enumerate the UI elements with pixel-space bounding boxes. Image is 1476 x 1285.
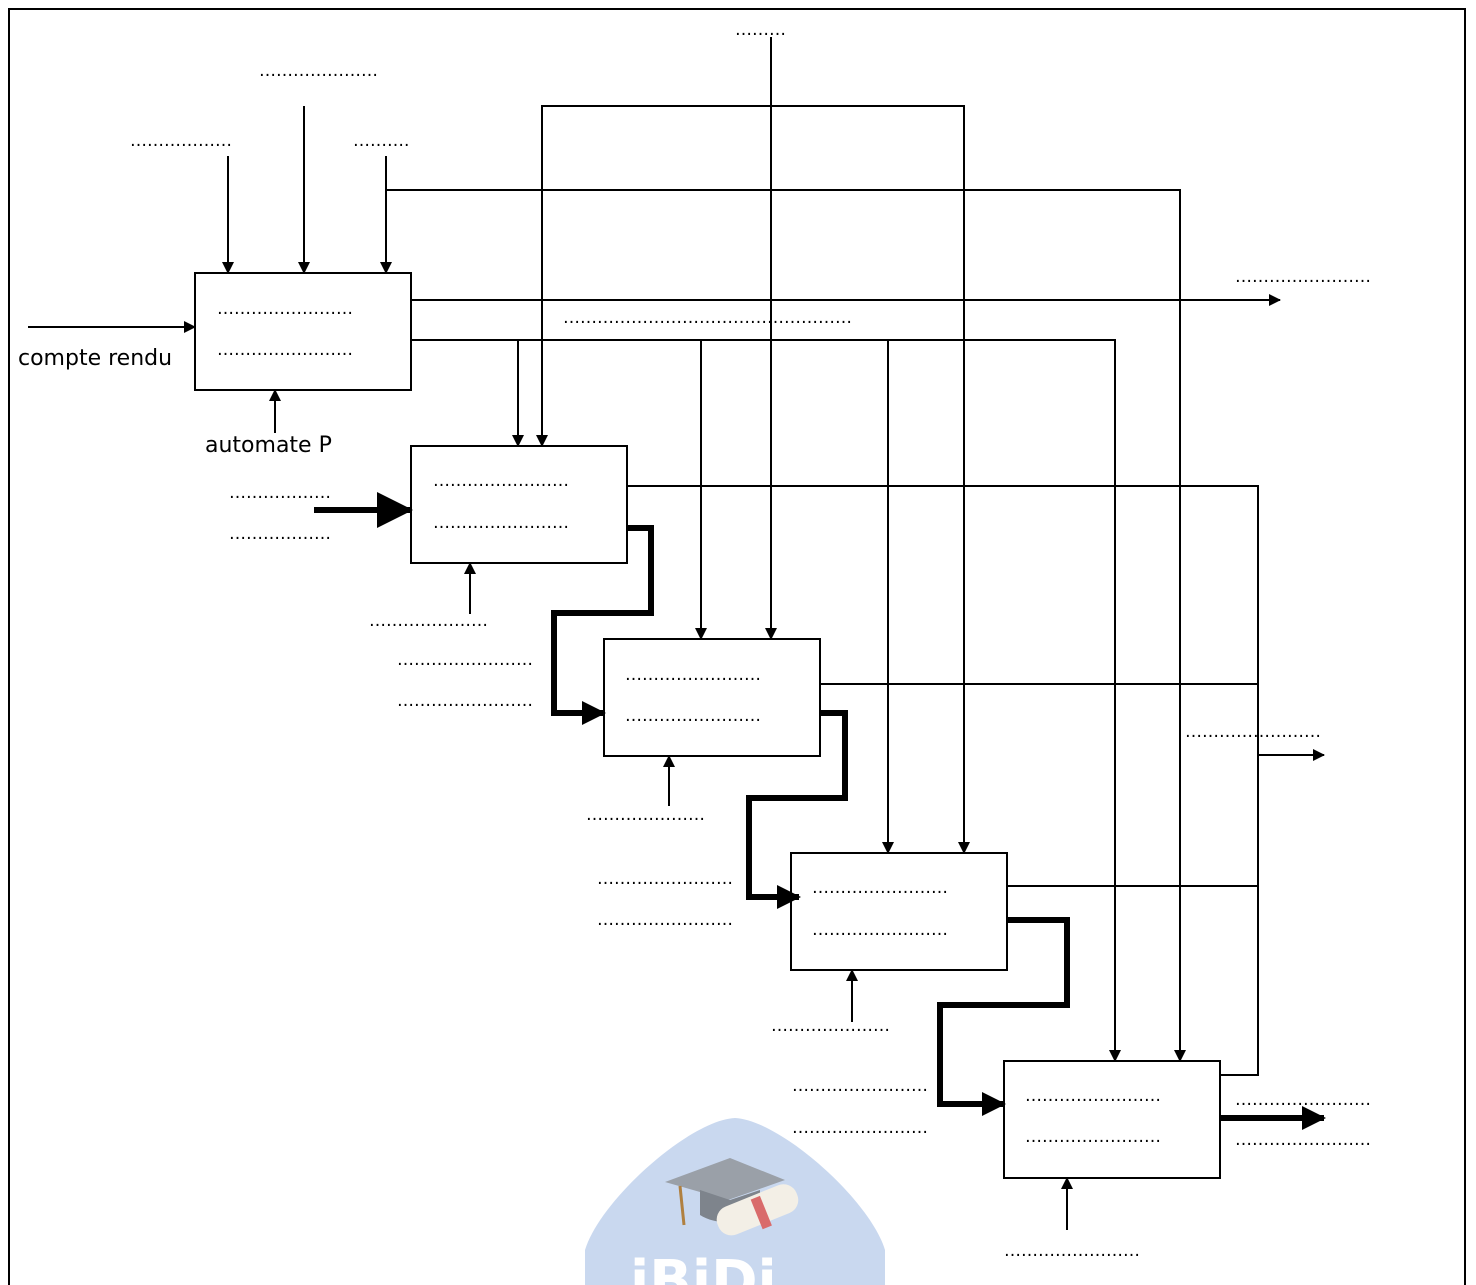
output-line-right	[627, 485, 1259, 1076]
placeholder-mid-long: ……………………………………………	[563, 308, 852, 328]
page-frame	[8, 8, 1466, 1285]
feed-line-box5	[411, 339, 1121, 1062]
graduation-cap-diploma-icon	[665, 1158, 799, 1236]
box3-line1: ……………………	[625, 665, 761, 685]
placeholder-output-bot-1: ……………………	[1235, 1090, 1371, 1110]
flow-arrow-2-3	[551, 525, 654, 725]
placeholder-output-top: ……………………	[1235, 267, 1371, 287]
placeholder-top-upper: …………………	[259, 61, 378, 81]
box2-control: …………………	[369, 611, 488, 631]
box4-line2: ……………………	[812, 920, 948, 940]
box1-line1: ……………………	[217, 299, 353, 319]
control-loop-line	[541, 105, 965, 853]
box2-line1: ……………………	[433, 471, 569, 491]
box3-input-1: ……………………	[397, 650, 533, 670]
activity-box-3	[603, 638, 821, 757]
flow-arrow-3-4	[746, 710, 848, 909]
box4-input-1: ……………………	[597, 869, 733, 889]
box4-control: …………………	[771, 1016, 890, 1036]
activity-box-5	[1003, 1060, 1221, 1179]
box5-line2: ……………………	[1025, 1127, 1161, 1147]
box3-input-2: ……………………	[397, 691, 533, 711]
box4-input-2: ……………………	[597, 910, 733, 930]
flow-arrow-4-5	[937, 917, 1070, 1116]
box5-control: ……………………	[1004, 1241, 1140, 1261]
box2-input-2: ………………	[229, 524, 331, 544]
placeholder-top-right: ……….	[353, 131, 409, 151]
placeholder-output-mid: ……………………	[1185, 722, 1321, 742]
label-automate-p: automate P	[205, 433, 332, 458]
placeholder-top-center: ………	[735, 20, 786, 40]
control-line-box5	[386, 189, 1186, 1062]
box3-line2: ……………………	[625, 706, 761, 726]
box4-line1: ……………………	[812, 878, 948, 898]
watermark-logo: iBiDi	[585, 1118, 885, 1285]
label-compte-rendu: compte rendu	[18, 346, 172, 371]
box5-input-1: ……………………	[792, 1076, 928, 1096]
placeholder-output-bot-2: ……………………	[1235, 1130, 1371, 1150]
activity-box-1	[194, 272, 412, 391]
activity-box-4	[790, 852, 1008, 971]
box2-input-1: ………………	[229, 483, 331, 503]
box5-line1: ……………………	[1025, 1086, 1161, 1106]
box1-line2: ……………………	[217, 340, 353, 360]
activity-box-2	[410, 445, 628, 564]
svg-text:iBiDi: iBiDi	[630, 1249, 777, 1285]
box2-line2: ……………………	[433, 513, 569, 533]
box5-input-2: ……………………	[792, 1118, 928, 1138]
box3-control: …………………	[586, 805, 705, 825]
placeholder-top-left: ………………	[130, 131, 232, 151]
